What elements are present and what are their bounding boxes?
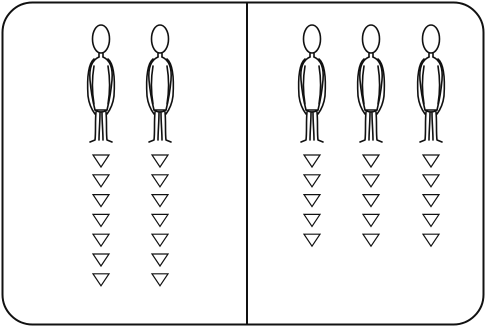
head [93, 25, 110, 53]
outer-frame [3, 3, 484, 325]
head [304, 25, 321, 53]
head [363, 25, 380, 53]
head [152, 25, 169, 53]
head [423, 25, 440, 53]
